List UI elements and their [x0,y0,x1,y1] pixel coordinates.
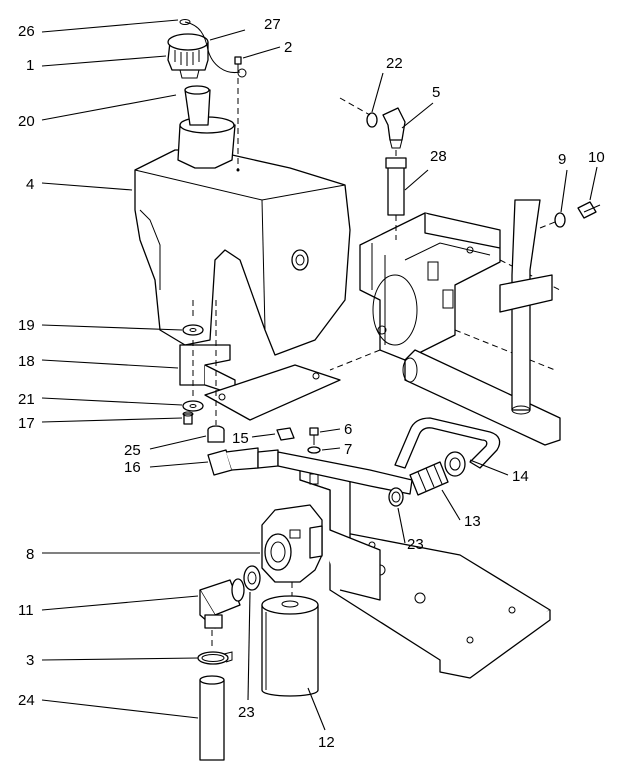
o-ring-23-upper [388,487,404,507]
mount-plate [329,529,551,679]
callout-numbers: 26 27 2 1 20 4 22 5 28 9 10 19 18 21 17 … [18,16,605,751]
filler-cap [167,33,209,79]
callout-22: 22 [386,55,403,72]
callout-14: 14 [512,468,529,485]
callout-3: 3 [26,652,34,669]
hose-clamp-3 [197,651,233,665]
callout-24: 24 [18,692,35,709]
fitting-25 [207,425,225,443]
callout-9: 9 [558,151,566,168]
washer-19 [182,324,204,336]
frame-bracket [329,212,561,371]
filler-neck [177,85,236,169]
elbow-fitting-5 [382,107,406,149]
bolt-6 [309,427,319,445]
o-ring-23-lower [243,565,261,591]
callout-23-lower: 23 [238,704,255,721]
callout-23-upper: 23 [407,536,424,553]
washer-21 [182,400,204,412]
callout-8: 8 [26,546,34,563]
callout-5: 5 [432,84,440,101]
callout-16: 16 [124,459,141,476]
washer-9 [554,212,566,228]
callout-4: 4 [26,176,34,193]
callout-13: 13 [464,513,481,530]
callout-1: 1 [26,57,34,74]
elbow-fitting-11 [199,578,245,629]
callout-28: 28 [430,148,447,165]
callout-2: 2 [284,39,292,56]
callout-26: 26 [18,23,35,40]
callout-7: 7 [344,441,352,458]
callout-10: 10 [588,149,605,166]
cross-tube [402,349,561,446]
callout-19: 19 [18,317,35,334]
fitting-22 [366,112,378,128]
callout-27: 27 [264,16,281,33]
filter-bracket [299,469,381,601]
hydraulic-tank [134,149,351,356]
hose-16-13 [277,451,413,495]
tank-bracket-18 [179,344,341,421]
bolt-17 [182,411,194,425]
tank-axis-dashed [192,300,217,425]
tube-14 [394,417,501,477]
tether-cable [179,19,247,78]
leader-lines [41,19,598,731]
washer-7 [307,446,321,454]
hose-28 [339,97,407,240]
nut-15 [276,427,295,441]
handle-tube [499,199,553,415]
callout-25: 25 [124,442,141,459]
callout-6: 6 [344,421,352,438]
bolt-10 [539,201,601,229]
callout-21: 21 [18,391,35,408]
callout-15: 15 [232,430,249,447]
callout-12: 12 [318,734,335,751]
callout-20: 20 [18,113,35,130]
coupler-13 [409,461,449,496]
oil-filter-12 [261,595,319,697]
filter-head-8 [261,504,323,600]
screw-2 [234,56,242,172]
elbow-fitting-16 [207,447,279,476]
callout-17: 17 [18,415,35,432]
callout-18: 18 [18,353,35,370]
hose-24 [199,630,225,761]
callout-11: 11 [18,602,34,619]
